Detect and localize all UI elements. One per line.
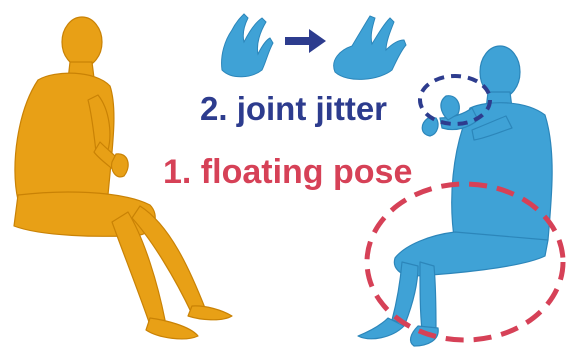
orange-foot-far — [188, 306, 232, 320]
floating-pose-label: 1. floating pose — [163, 153, 412, 192]
hand-icon — [222, 14, 273, 77]
orange-foot-near — [146, 318, 198, 339]
joint-jitter-label: 2. joint jitter — [200, 90, 387, 128]
blue-shin-far — [420, 262, 436, 330]
orange-hand — [112, 154, 129, 177]
hand-icon — [334, 16, 406, 79]
arrow-right-icon — [285, 29, 326, 53]
orange-head — [62, 17, 102, 67]
blue-seated-figure — [358, 46, 552, 346]
blue-shin-near — [392, 262, 418, 324]
blue-hand-far — [422, 118, 438, 136]
